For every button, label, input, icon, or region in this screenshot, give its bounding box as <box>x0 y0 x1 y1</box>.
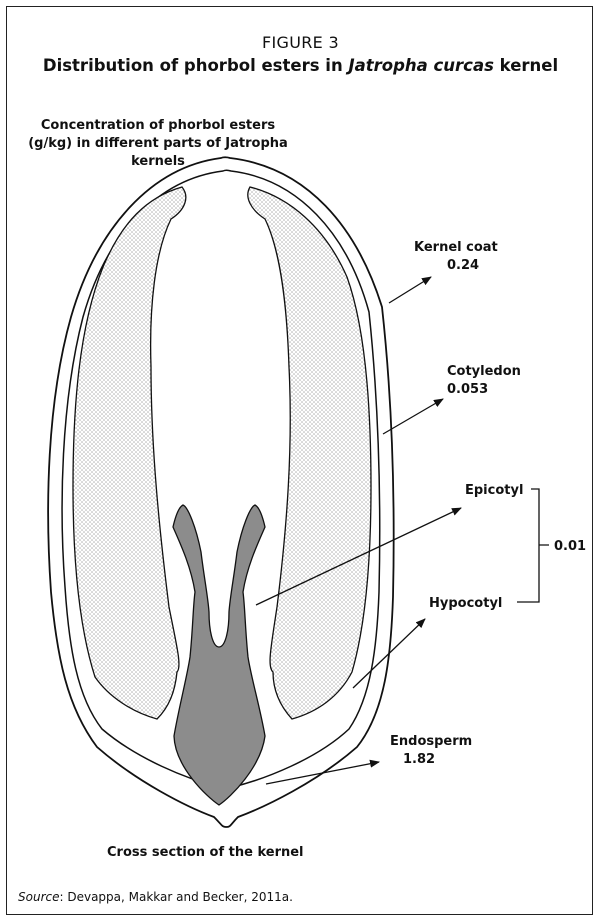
cotyledon-label: Cotyledon <box>447 364 521 379</box>
endosperm-label: Endosperm <box>390 734 472 749</box>
epi-hypo-bracket <box>517 489 549 602</box>
kernel-coat-label: Kernel coat <box>414 240 498 255</box>
epicotyl-label: Epicotyl <box>465 483 523 498</box>
epi-hypo-value: 0.01 <box>554 539 586 554</box>
cotyledon-arrow <box>383 399 443 434</box>
cross-section-caption: Cross section of the kernel <box>107 845 304 860</box>
source-note: Source: Devappa, Makkar and Becker, 2011… <box>18 890 293 904</box>
cotyledon-value: 0.053 <box>447 382 488 397</box>
source-prefix: Source <box>18 890 59 904</box>
source-text: : Devappa, Makkar and Becker, 2011a. <box>59 890 292 904</box>
kernel-coat-value: 0.24 <box>447 258 479 273</box>
kernel-cross-section-diagram: Kernel coat 0.24 Cotyledon 0.053 Epicoty… <box>7 7 594 916</box>
hypocotyl-label: Hypocotyl <box>429 596 502 611</box>
kernel-coat-arrow <box>389 277 431 303</box>
figure-frame: FIGURE 3 Distribution of phorbol esters … <box>6 6 593 915</box>
endosperm-value: 1.82 <box>403 752 435 767</box>
